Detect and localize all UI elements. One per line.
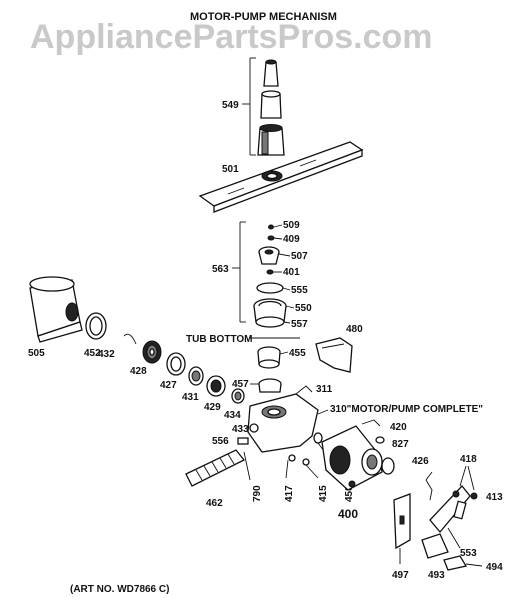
part-420: [361, 419, 381, 427]
part-505-housing: [29, 276, 83, 343]
label-493: 493: [428, 570, 445, 581]
label-415: 415: [318, 485, 329, 502]
part-556: [237, 437, 249, 445]
label-428: 428: [130, 366, 147, 377]
label-413: 413: [486, 492, 503, 503]
watermark: AppliancePartsPros.com: [30, 18, 432, 56]
part-493: [421, 533, 449, 559]
part-455: [257, 346, 281, 369]
label-401: 401: [283, 267, 300, 278]
part-462-auger: [185, 449, 246, 487]
label-431: 431: [182, 392, 199, 403]
label-458: 458: [344, 485, 355, 502]
part-427: [166, 352, 186, 376]
part-415: [302, 458, 310, 466]
label-480: 480: [346, 324, 363, 335]
label-426: 426: [412, 456, 429, 467]
part-494: [443, 555, 468, 571]
part-480-duct: [315, 337, 353, 373]
label-507: 507: [291, 251, 308, 262]
label-427: 427: [160, 380, 177, 391]
label-555: 555: [291, 285, 308, 296]
label-433: 433: [232, 424, 249, 435]
label-310: 310"MOTOR/PUMP COMPLETE": [330, 404, 483, 415]
label-505: 505: [28, 348, 45, 359]
label-790: 790: [252, 485, 263, 502]
diagram-title: MOTOR-PUMP MECHANISM: [190, 11, 337, 23]
part-563-assembly: [253, 224, 287, 328]
label-556: 556: [212, 436, 229, 447]
label-420: 420: [390, 422, 407, 433]
label-509: 509: [283, 220, 300, 231]
part-400-motor: [321, 425, 395, 491]
part-790: [243, 451, 251, 481]
label-tub-bottom: TUB BOTTOM: [186, 334, 252, 345]
label-497: 497: [392, 570, 409, 581]
label-432: 432: [98, 349, 115, 360]
part-413: [470, 492, 478, 500]
label-434: 434: [224, 410, 241, 421]
label-417: 417: [284, 485, 295, 502]
part-501-spray-arm: [198, 141, 364, 213]
part-311-pump-housing: [247, 385, 319, 453]
label-827: 827: [392, 439, 409, 450]
label-311: 311: [316, 384, 333, 395]
part-549-spray-tube: [257, 59, 285, 156]
part-432-wire: [123, 333, 137, 345]
part-553-bracket: [429, 485, 471, 534]
label-429: 429: [204, 402, 221, 413]
part-457: [258, 378, 282, 393]
art-number: (ART NO. WD7866 C): [70, 584, 169, 595]
label-501: 501: [222, 164, 239, 175]
part-434: [231, 388, 245, 404]
label-494: 494: [486, 562, 503, 573]
label-563: 563: [212, 264, 229, 275]
part-458: [313, 432, 323, 444]
label-553: 553: [460, 548, 477, 559]
label-452: 452: [84, 348, 101, 359]
part-428-bearing: [142, 340, 162, 364]
part-431: [188, 366, 204, 386]
label-462: 462: [206, 498, 223, 509]
part-433: [249, 423, 259, 433]
label-549: 549: [222, 100, 239, 111]
part-497-bracket: [393, 493, 411, 550]
part-827: [375, 436, 385, 444]
part-417: [288, 454, 296, 462]
part-452-ring: [85, 312, 107, 340]
part-426: [425, 471, 433, 501]
label-557: 557: [291, 319, 308, 330]
part-429-impeller: [206, 375, 226, 397]
label-400: 400: [338, 507, 358, 521]
label-550: 550: [295, 303, 312, 314]
label-409: 409: [283, 234, 300, 245]
label-455: 455: [289, 348, 306, 359]
label-418: 418: [460, 454, 477, 465]
label-457: 457: [232, 379, 249, 390]
